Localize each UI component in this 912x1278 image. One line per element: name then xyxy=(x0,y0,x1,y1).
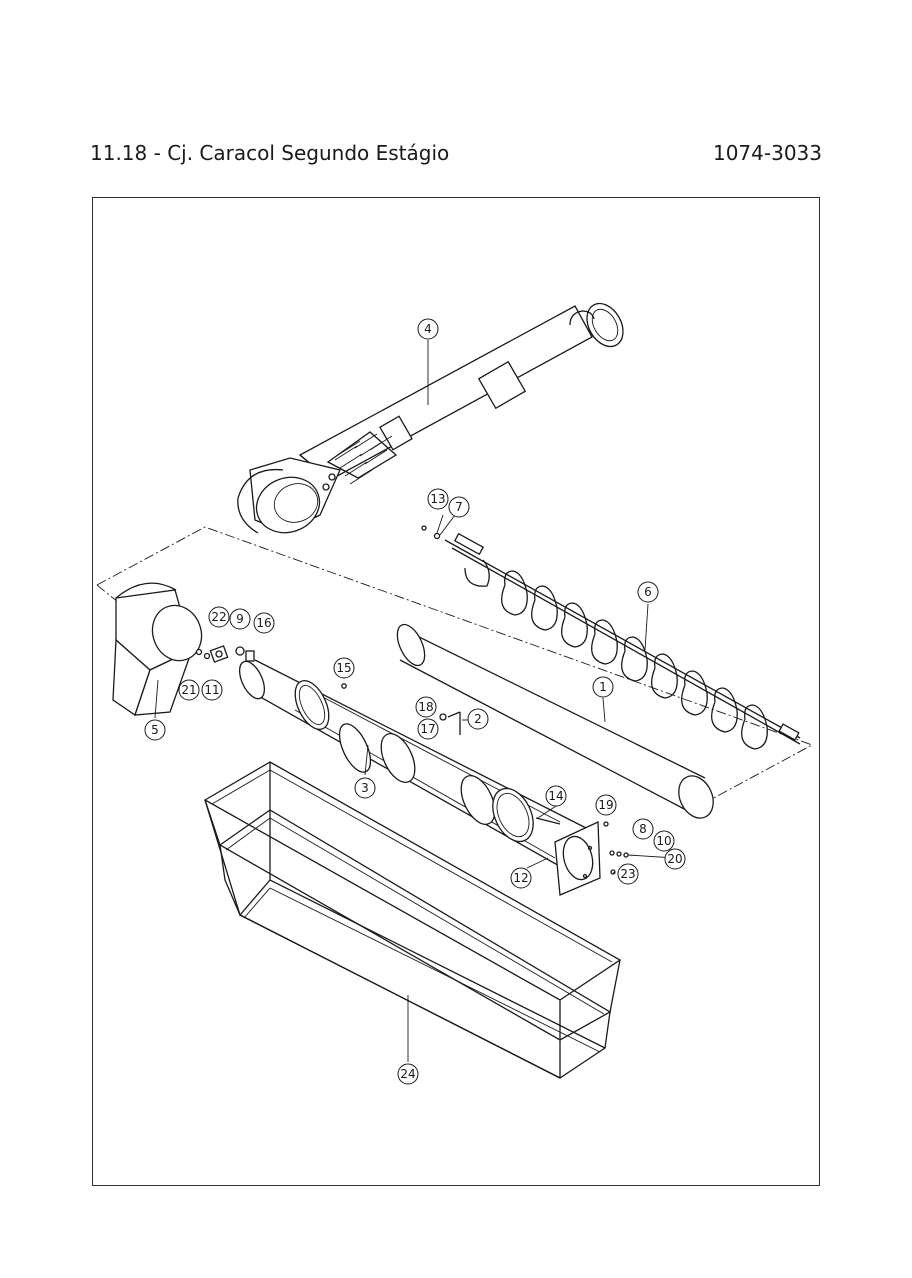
callout-17: 17 xyxy=(417,718,439,740)
svg-text:7: 7 xyxy=(455,500,463,514)
callout-13: 13 xyxy=(427,488,449,510)
svg-text:23: 23 xyxy=(620,867,635,881)
leader-lines xyxy=(154,340,676,1062)
fasteners xyxy=(341,525,629,875)
svg-text:10: 10 xyxy=(656,834,671,848)
svg-text:2: 2 xyxy=(474,712,482,726)
part-6-auger xyxy=(444,532,801,750)
callout-14: 14 xyxy=(545,785,567,807)
svg-text:20: 20 xyxy=(667,852,682,866)
callout-5: 5 xyxy=(144,719,166,741)
callout-8: 8 xyxy=(632,818,654,840)
part-3-cage-tube xyxy=(238,659,601,896)
callout-12: 12 xyxy=(510,867,532,889)
assembly-axis xyxy=(96,526,814,801)
callout-22: 22 xyxy=(208,606,230,628)
part-5-inlet-hopper xyxy=(112,582,203,717)
hopper-hardware xyxy=(195,645,255,663)
callout-10: 10 xyxy=(653,830,675,852)
callout-18: 18 xyxy=(415,696,437,718)
svg-text:4: 4 xyxy=(424,322,432,336)
part-24-frame xyxy=(203,761,622,1079)
svg-text:11: 11 xyxy=(204,683,219,697)
svg-text:8: 8 xyxy=(639,822,647,836)
callout-7: 7 xyxy=(448,496,470,518)
svg-text:9: 9 xyxy=(236,612,244,626)
callout-4: 4 xyxy=(417,318,439,340)
callout-15: 15 xyxy=(333,657,355,679)
svg-text:24: 24 xyxy=(400,1067,415,1081)
callout-20: 20 xyxy=(664,848,686,870)
callout-3: 3 xyxy=(354,777,376,799)
svg-text:12: 12 xyxy=(513,871,528,885)
drawing-frame xyxy=(92,197,820,1186)
svg-text:3: 3 xyxy=(361,781,369,795)
svg-text:16: 16 xyxy=(256,616,271,630)
part-4-discharge-tube xyxy=(237,302,624,534)
svg-text:6: 6 xyxy=(644,585,652,599)
callout-1: 1 xyxy=(592,676,614,698)
callout-23: 23 xyxy=(617,863,639,885)
svg-text:17: 17 xyxy=(420,722,435,736)
callout-11: 11 xyxy=(201,679,223,701)
callout-9: 9 xyxy=(229,608,251,630)
callout-24: 24 xyxy=(397,1063,419,1085)
svg-text:21: 21 xyxy=(181,683,196,697)
svg-text:18: 18 xyxy=(418,700,433,714)
svg-text:19: 19 xyxy=(598,798,613,812)
callout-2: 2 xyxy=(467,708,489,730)
part-code: 1074-3033 xyxy=(712,141,822,165)
callout-6: 6 xyxy=(637,581,659,603)
bellows xyxy=(326,431,398,485)
svg-text:13: 13 xyxy=(430,492,445,506)
svg-text:1: 1 xyxy=(599,680,607,694)
callout-16: 16 xyxy=(253,612,275,634)
svg-text:22: 22 xyxy=(211,610,226,624)
svg-text:5: 5 xyxy=(151,723,159,737)
part-1-outer-tube xyxy=(396,623,714,819)
svg-text:15: 15 xyxy=(336,661,351,675)
page-title: 11.18 - Cj. Caracol Segundo Estágio xyxy=(90,141,450,165)
callout-19: 19 xyxy=(595,794,617,816)
svg-text:14: 14 xyxy=(548,789,563,803)
callout-21: 21 xyxy=(178,679,200,701)
